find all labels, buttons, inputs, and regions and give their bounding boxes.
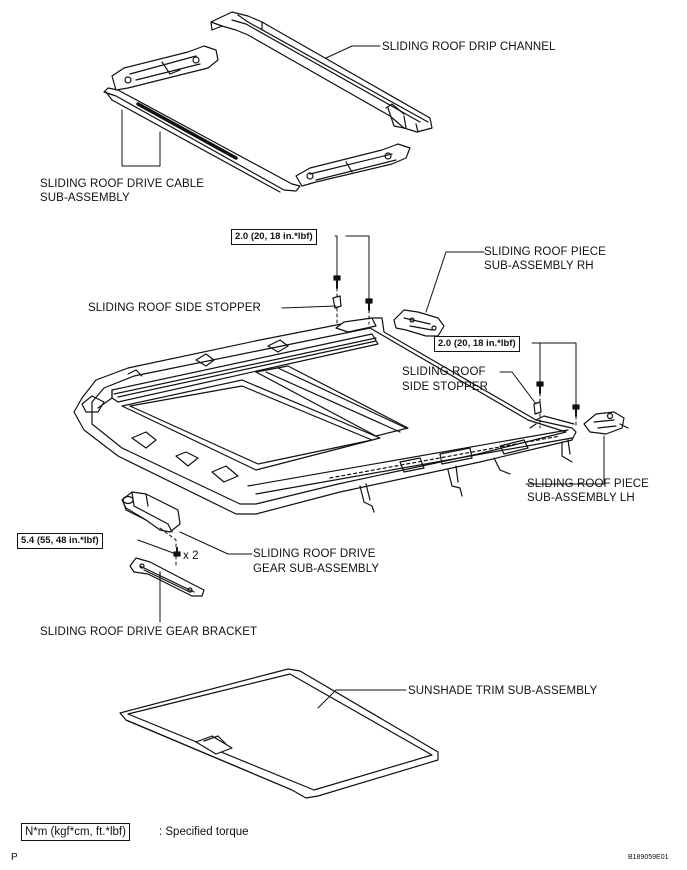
sliding-roof-frame: [73, 317, 577, 515]
side-stopper-right-part: [533, 401, 542, 415]
torque-box-side-stopper-right: 2.0 (20, 18 in.*lbf): [434, 336, 520, 352]
sunshade-trim-label: SUNSHADE TRIM SUB-ASSEMBLY: [408, 685, 598, 697]
drive-gear-bracket-label: SLIDING ROOF DRIVE GEAR BRACKET: [40, 626, 258, 638]
torque-box-side-stopper-left: 2.0 (20, 18 in.*lbf): [231, 229, 317, 245]
drive-gear-label-line1: SLIDING ROOF DRIVE: [253, 548, 376, 560]
bolt-right-1: [536, 381, 544, 394]
leader-lines: [121, 45, 605, 709]
drive-cable-part: [103, 45, 411, 193]
side-stopper-left-part: [332, 295, 342, 309]
side-stopper-left-label: SLIDING ROOF SIDE STOPPER: [88, 302, 261, 314]
drive-gear-bracket-part: [129, 557, 205, 597]
bolt-left-1: [333, 275, 341, 289]
sunshade-trim-part: [119, 668, 439, 799]
piece-lh-label-line1: SLIDING ROOF PIECE: [527, 478, 649, 490]
piece-lh-label-line2: SUB-ASSEMBLY LH: [527, 492, 635, 504]
sliding-roof-piece-lh: [583, 411, 629, 435]
bolt-right-2: [572, 404, 580, 417]
piece-rh-label-line1: SLIDING ROOF PIECE: [484, 246, 606, 258]
drive-gear-label-line2: GEAR SUB-ASSEMBLY: [253, 563, 380, 575]
drip-channel-part: [210, 11, 433, 133]
figure-code: B189059E01: [628, 854, 669, 861]
torque-legend-text: : Specified torque: [159, 826, 249, 838]
side-stopper-right-label-line2: SIDE STOPPER: [402, 381, 488, 393]
torque-box-drive-gear: 5.4 (55, 48 in.*lbf): [17, 533, 103, 549]
quantity-label: x 2: [183, 550, 199, 562]
drive-cable-label-line1: SLIDING ROOF DRIVE CABLE: [40, 178, 205, 190]
torque-legend-box: N*m (kgf*cm, ft.*lbf): [21, 823, 130, 841]
piece-rh-label-line2: SUB-ASSEMBLY RH: [484, 260, 594, 272]
side-stopper-right-label-line1: SLIDING ROOF: [402, 366, 486, 378]
drive-gear-motor: [121, 491, 181, 533]
sliding-roof-piece-rh: [393, 309, 445, 337]
page-mark-left: P: [11, 852, 18, 863]
drive-cable-label-line2: SUB-ASSEMBLY: [40, 192, 130, 204]
drip-channel-label: SLIDING ROOF DRIP CHANNEL: [382, 41, 556, 53]
bolt-left-2: [365, 298, 373, 311]
drive-gear-bolt: [173, 547, 181, 557]
